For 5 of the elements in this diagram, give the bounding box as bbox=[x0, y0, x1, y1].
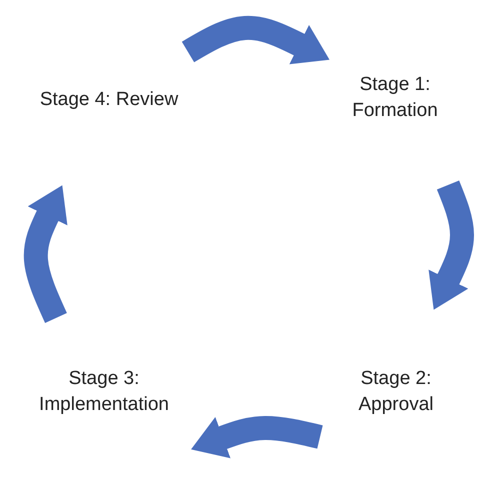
curved-arrow bbox=[191, 416, 323, 458]
stage-label: Stage 2: Approval bbox=[358, 367, 434, 417]
stage-label: Stage 4: Review bbox=[38, 88, 180, 112]
stage-label: Stage 3: Implementation bbox=[38, 367, 170, 417]
stage-label: Stage 1: Formation bbox=[351, 73, 439, 123]
